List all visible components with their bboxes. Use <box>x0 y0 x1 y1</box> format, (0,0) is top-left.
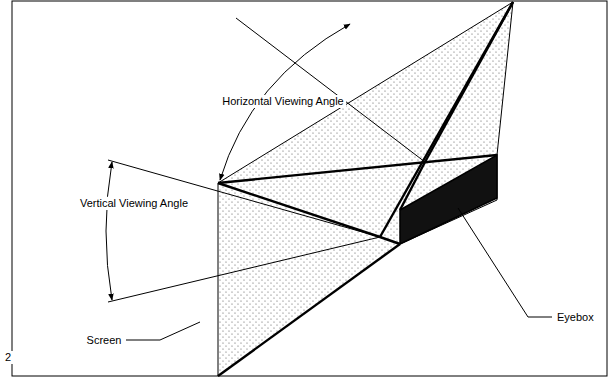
angle-label: Horizontal Viewing Angle <box>220 95 345 108</box>
part-label: Eyebox <box>555 311 596 324</box>
viewing-pyramid <box>218 2 513 376</box>
frame <box>12 1 607 376</box>
page-number: 2 <box>3 351 13 364</box>
screen-plane <box>218 2 513 376</box>
part-label: Screen <box>85 334 124 347</box>
angle-lines <box>106 18 552 340</box>
eyebox-block <box>400 155 497 244</box>
angle-label: Vertical Viewing Angle <box>78 197 190 210</box>
